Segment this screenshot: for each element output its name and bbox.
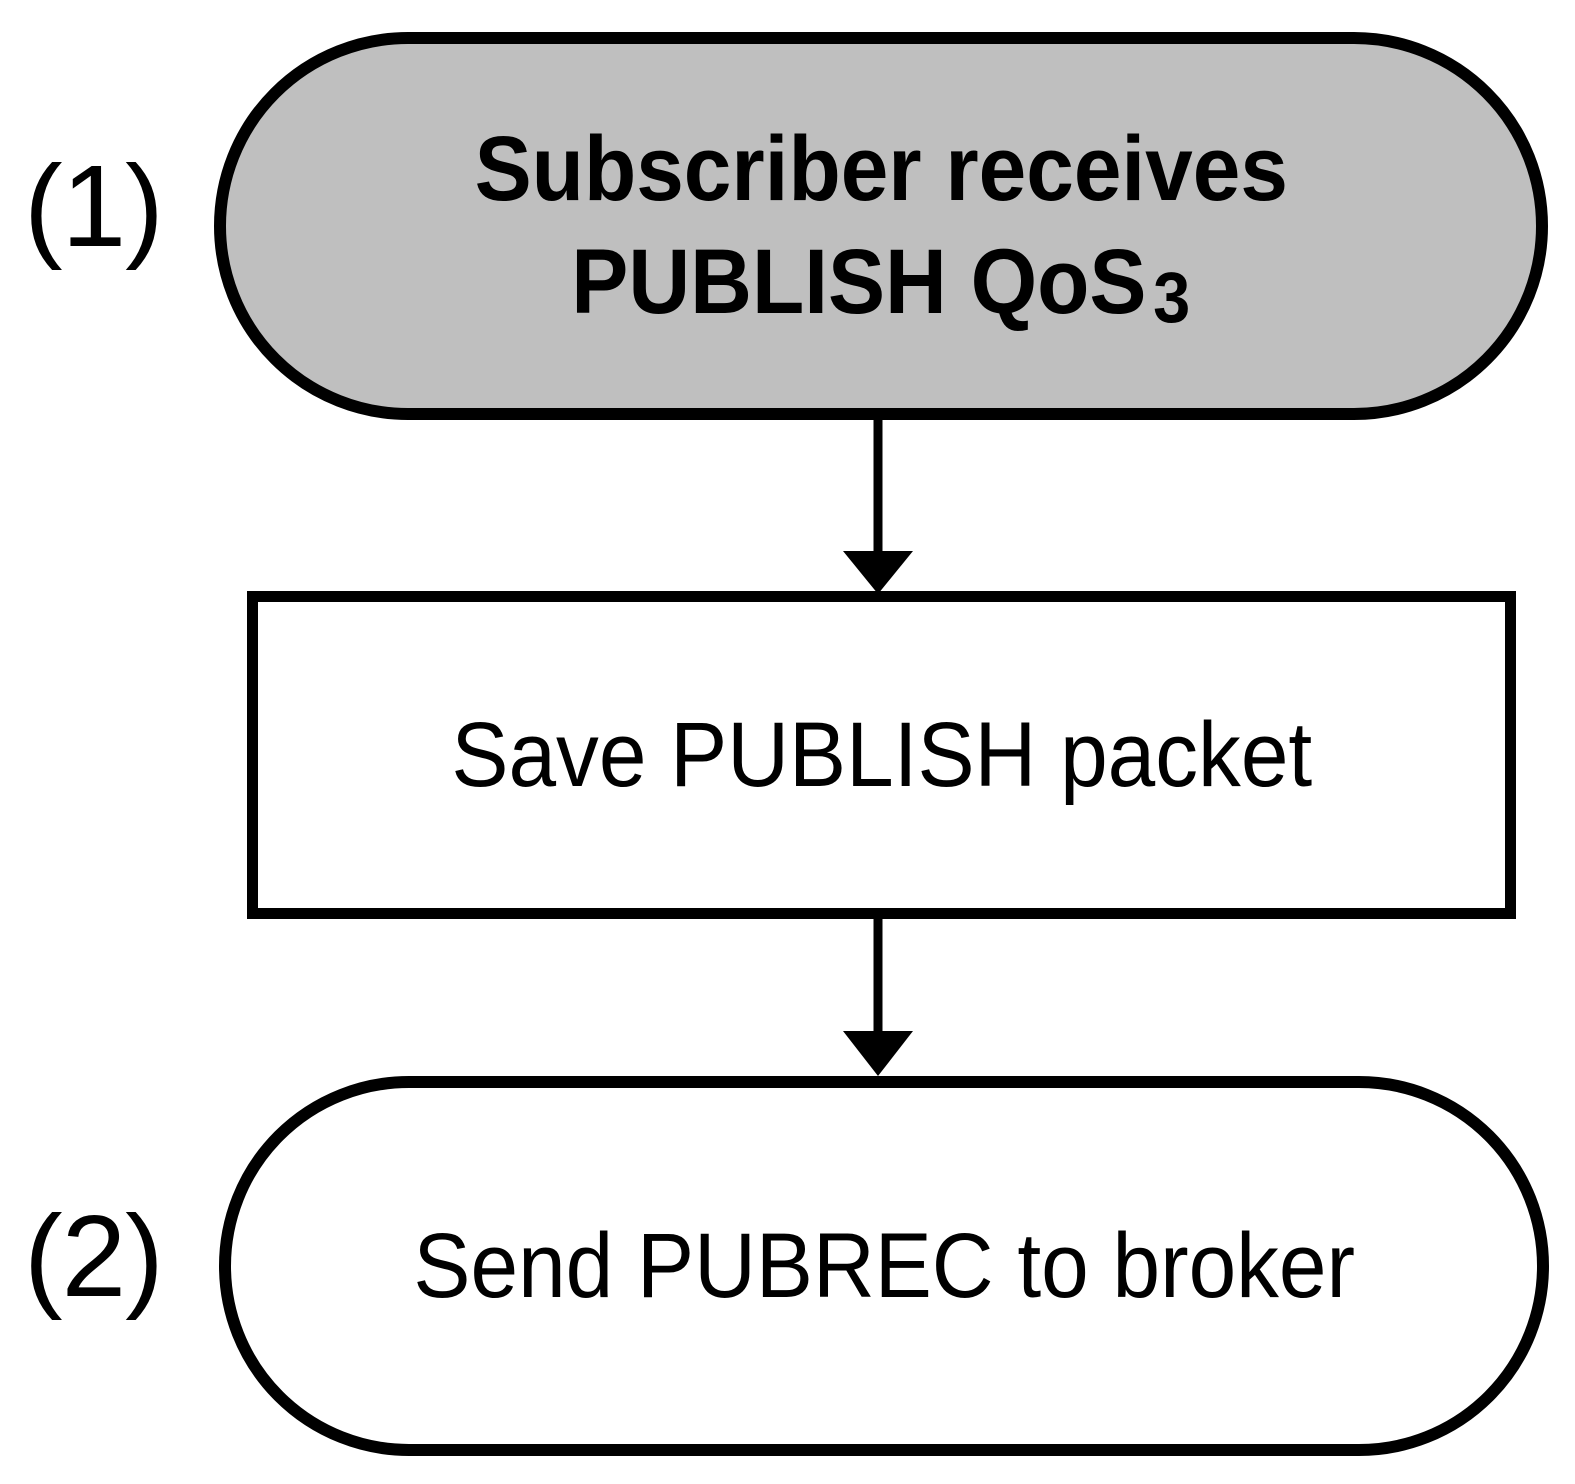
node-save-publish-packet[interactable]: Save PUBLISH packet bbox=[247, 591, 1516, 919]
node-receive-line-2: PUBLISH QoS3 bbox=[571, 229, 1191, 339]
arrow-save-to-send-head bbox=[843, 1031, 913, 1076]
node-send-pubrec-to-broker[interactable]: Send PUBREC to broker bbox=[219, 1076, 1549, 1456]
node-send-label: Send PUBREC to broker bbox=[413, 1214, 1355, 1317]
node-save-label: Save PUBLISH packet bbox=[451, 703, 1312, 806]
node-receive-line-2-text: PUBLISH QoS bbox=[571, 231, 1147, 333]
node-receive-qos-number: 3 bbox=[1153, 258, 1191, 339]
arrow-receive-to-save-head bbox=[843, 551, 913, 594]
node-receive-line-1: Subscriber receives bbox=[474, 118, 1288, 221]
step-number-1: (1) bbox=[24, 141, 164, 271]
step-number-2: (2) bbox=[24, 1191, 164, 1321]
